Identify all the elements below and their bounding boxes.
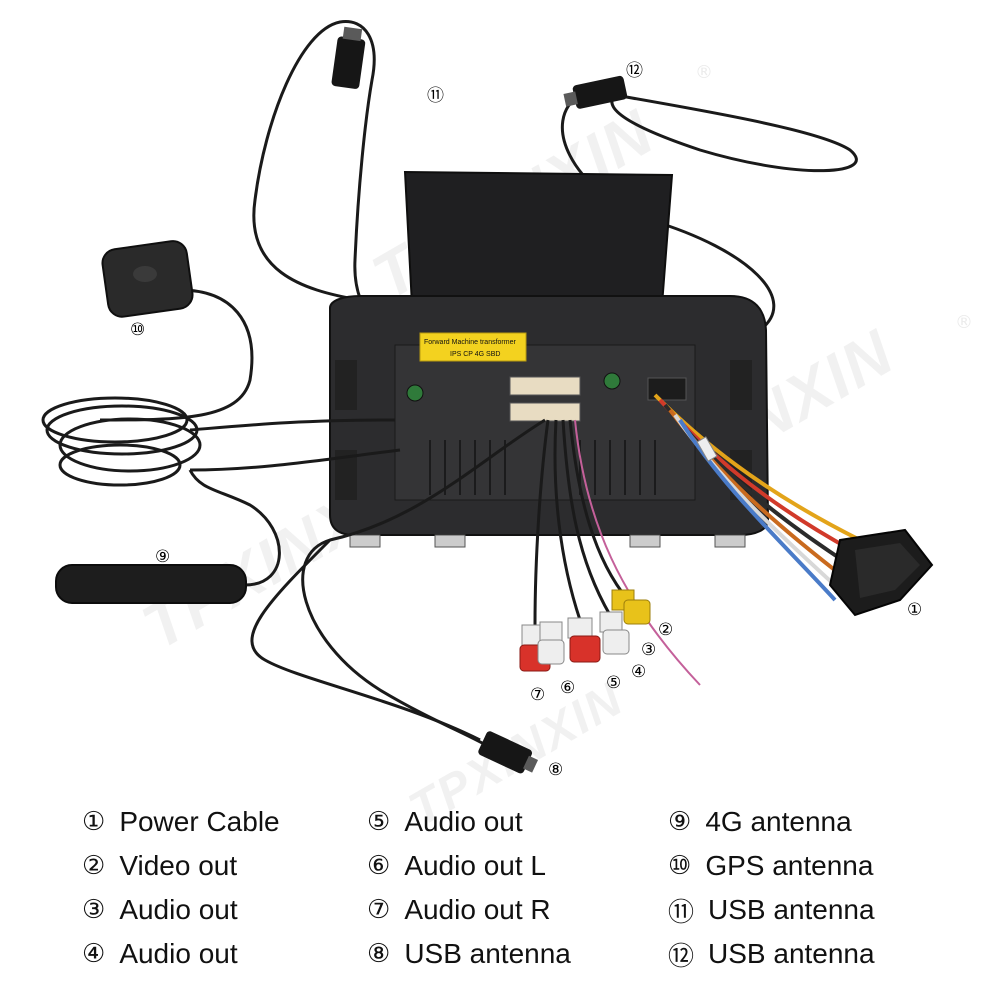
legend-number: ⑫	[668, 941, 695, 972]
legend-item: ⑪ USB antenna	[668, 888, 875, 932]
mount-tab	[730, 360, 752, 410]
legend-column-2: ⑤ Audio out ⑥ Audio out L ⑦ Audio out R ⑧ US…	[367, 800, 571, 976]
usb-plug-12	[563, 75, 628, 109]
legend-label: USB antenna	[708, 938, 875, 969]
green-port	[603, 372, 621, 390]
callout-2: ②	[658, 620, 674, 640]
bottom-clip	[434, 534, 466, 548]
legend-label: Audio out	[404, 806, 523, 837]
bottom-clip	[714, 534, 746, 548]
rca-plug-audio-out-red	[567, 617, 601, 663]
legend-item: ⑫ USB antenna	[668, 932, 875, 976]
legend: ① Power Cable ② Video out ③ Audio out ④ Audi…	[0, 800, 1000, 990]
green-port	[406, 384, 424, 402]
legend-label: Audio out	[119, 894, 238, 925]
rca-plug-audio-l	[537, 621, 565, 665]
connector-block	[509, 402, 581, 422]
legend-column-1: ① Power Cable ② Video out ③ Audio out ④ Audi…	[82, 800, 280, 976]
legend-item: ⑥ Audio out L	[367, 844, 571, 888]
legend-item: ⑦ Audio out R	[367, 888, 571, 932]
callout-5: ⑤	[606, 673, 622, 693]
legend-label: Audio out	[119, 938, 238, 969]
mount-tab	[335, 360, 357, 410]
device-screen	[403, 170, 674, 306]
connector-block	[509, 376, 581, 396]
legend-number: ④	[82, 939, 106, 969]
legend-label: Audio out L	[404, 850, 546, 881]
product-illustration: ® ®	[41, 20, 973, 774]
legend-label: Audio out R	[404, 894, 551, 925]
bottom-clip	[349, 534, 381, 548]
legend-number: ⑧	[367, 939, 391, 969]
legend-label: USB antenna	[708, 894, 875, 925]
legend-label: USB antenna	[404, 938, 571, 969]
legend-item: ⑧ USB antenna	[367, 932, 571, 976]
cable-tie	[696, 436, 718, 462]
legend-item: ② Video out	[82, 844, 280, 888]
callout-4: ④	[631, 662, 647, 682]
legend-item: ③ Audio out	[82, 888, 280, 932]
callout-10: ⑩	[130, 320, 146, 340]
callout-9: ⑨	[155, 547, 171, 567]
usb-cable-8	[250, 418, 546, 774]
usb-plug-11	[331, 26, 366, 89]
sticker-line-1: Forward Machine transformer	[424, 339, 516, 346]
bottom-clip	[629, 534, 661, 548]
callout-7: ⑦	[530, 685, 546, 705]
sticker-line-2: IPS CP 4G SBD	[450, 351, 500, 358]
rca-plug-audio-out-white	[599, 611, 630, 655]
power-harness	[653, 393, 861, 602]
device-back-panel	[394, 344, 696, 501]
legend-number: ⑪	[668, 897, 695, 928]
spec-sticker: Forward Machine transformer IPS CP 4G SB…	[419, 332, 527, 362]
power-connector	[828, 528, 934, 617]
legend-number: ⑩	[668, 851, 692, 881]
4g-antenna	[55, 469, 281, 604]
diagram-stage: TPXINXIN TPXINXIN TPXINXIN TPXINXIN ® ®	[41, 20, 973, 837]
callout-6: ⑥	[560, 678, 576, 698]
legend-label: GPS antenna	[705, 850, 874, 881]
registered-mark: ®	[955, 312, 973, 333]
legend-item: ⑤ Audio out	[367, 800, 571, 844]
legend-number: ⑥	[367, 851, 391, 881]
legend-label: Power Cable	[119, 806, 280, 837]
legend-item: ① Power Cable	[82, 800, 280, 844]
legend-number: ①	[82, 807, 106, 837]
callout-8: ⑧	[548, 760, 564, 780]
rca-cables	[533, 419, 701, 686]
legend-number: ⑦	[367, 895, 391, 925]
coiled-cable	[41, 396, 401, 487]
legend-item: ⑨ 4G antenna	[668, 800, 875, 844]
vent-grille	[429, 440, 656, 495]
rca-plug-video	[611, 589, 651, 625]
legend-label: 4G antenna	[705, 806, 852, 837]
legend-item: ④ Audio out	[82, 932, 280, 976]
usb-cable-12-loop	[610, 93, 858, 173]
callout-3: ③	[641, 640, 657, 660]
callout-11: ⑪	[427, 86, 444, 106]
callout-12: ⑫	[626, 61, 643, 81]
legend-number: ③	[82, 895, 106, 925]
connector-block	[647, 377, 687, 401]
legend-item: ⑩ GPS antenna	[668, 844, 875, 888]
legend-number: ②	[82, 851, 106, 881]
gps-antenna	[99, 240, 254, 422]
callout-1: ①	[907, 600, 923, 620]
mount-tab	[335, 450, 357, 500]
legend-label: Video out	[119, 850, 238, 881]
legend-number: ⑤	[367, 807, 391, 837]
legend-number: ⑨	[668, 807, 692, 837]
registered-mark: ®	[695, 62, 713, 83]
